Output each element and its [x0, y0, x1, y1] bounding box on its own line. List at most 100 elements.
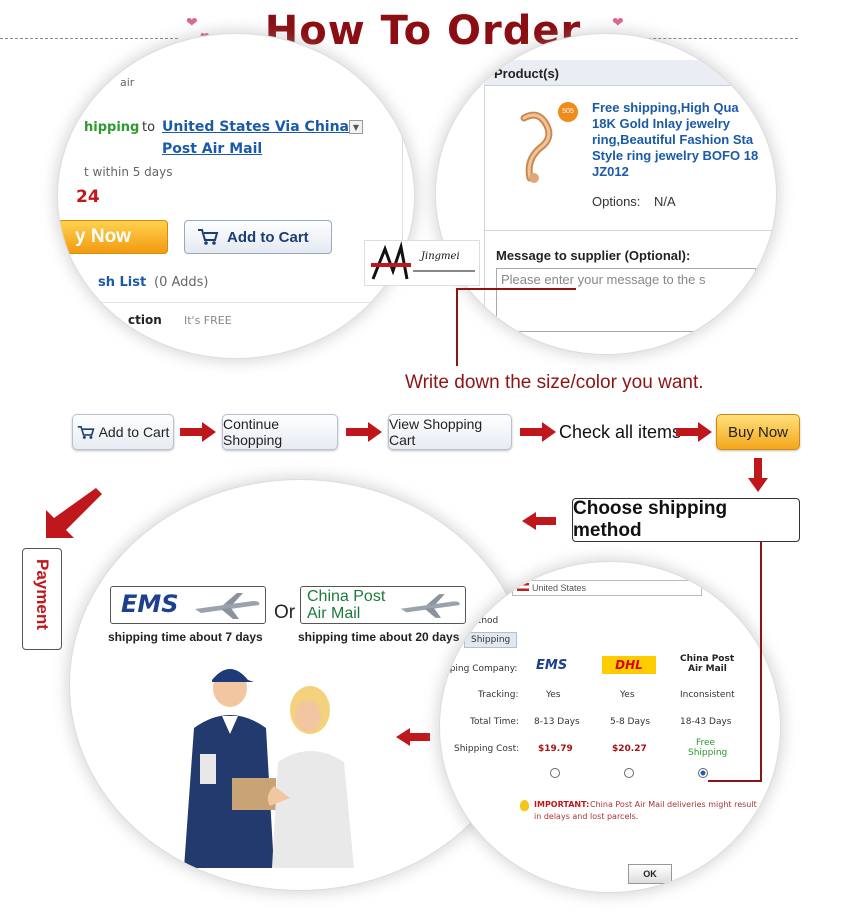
china-post-time: 18-43 Days: [680, 717, 732, 727]
china-post-column-line-1: China Post: [680, 654, 735, 664]
dhl-tracking: Yes: [620, 690, 635, 700]
product-page-circle: air hipping to United States Via China ▼…: [58, 34, 414, 358]
china-post-column-line-2: Air Mail: [688, 664, 727, 674]
chevron-down-icon[interactable]: ▼: [349, 120, 363, 134]
wish-count: (0 Adds): [154, 275, 209, 290]
left-arrow-icon: [522, 512, 556, 530]
price-fragment: 24: [76, 187, 100, 207]
buy-now-button[interactable]: y Now: [58, 220, 168, 254]
size-color-instruction: Write down the size/color you want.: [405, 372, 704, 393]
tracking-row-label: Tracking:: [478, 690, 519, 700]
options-label: Options:: [592, 194, 641, 209]
airplane-icon: [400, 594, 460, 618]
ok-button[interactable]: OK: [628, 864, 672, 884]
delivery-time: t within 5 days: [84, 165, 173, 179]
check-all-items-label: Check all items: [559, 422, 682, 442]
products-header: Product(s): [484, 60, 776, 86]
shipping-connector-horizontal: [708, 780, 762, 782]
header-divider-left: [0, 38, 178, 39]
add-to-cart-button[interactable]: Add to Cart: [184, 220, 332, 254]
china-post-logo-card: China Post Air Mail: [300, 586, 466, 624]
connector-line-horizontal: [456, 288, 576, 290]
cart-icon: [198, 229, 219, 245]
country-select[interactable]: United States: [512, 580, 702, 596]
message-input[interactable]: Please enter your message to the s: [496, 268, 756, 332]
connector-line-vertical: [456, 288, 458, 366]
continue-shopping-button[interactable]: Continue Shopping: [222, 414, 338, 450]
china-post-line-1: China Post: [307, 588, 386, 605]
brand-logo: Jingmei: [364, 240, 480, 286]
options-value: N/A: [654, 194, 676, 209]
flow-buy-now-button[interactable]: Buy Now: [716, 414, 800, 450]
left-arrow-icon: [396, 728, 430, 746]
shipping-to: to: [142, 120, 156, 135]
down-left-arrow-icon: [46, 488, 102, 538]
shipping-method-label: ping Method: [442, 616, 499, 626]
china-post-cost-2: Shipping: [688, 748, 728, 758]
product-page-vline: [402, 74, 403, 314]
ems-logo-card: EMS: [110, 586, 266, 624]
china-post-tracking: Inconsistent: [680, 690, 735, 700]
right-arrow-icon: [520, 422, 556, 442]
shipping-connector-vertical: [760, 542, 762, 782]
shipping-tab[interactable]: Shipping: [464, 632, 518, 648]
courier-delivery-illustration: [184, 669, 354, 868]
china-post-shipping-time: shipping time about 20 days: [298, 630, 460, 644]
ems-shipping-time: shipping time about 7 days: [108, 630, 263, 644]
ems-wordmark: EMS: [121, 590, 179, 618]
heart-icon: ❤: [612, 14, 624, 30]
add-to-cart-label: Add to Cart: [227, 228, 309, 246]
dhl-column-logo: DHL: [602, 656, 656, 674]
important-text: China Post Air Mail deliveries might res…: [590, 800, 757, 809]
airplane-icon: [195, 593, 260, 619]
free-label: It's FREE: [184, 314, 232, 327]
order-page-circle: Product(s) 505 Free shipping,High Qua 18…: [436, 34, 776, 354]
choose-shipping-method-box: Choose shipping method: [572, 498, 800, 542]
bulb-icon: [520, 800, 529, 811]
dhl-cost: $20.27: [612, 744, 647, 754]
heart-icon: ❤: [186, 14, 198, 30]
product-title[interactable]: Free shipping,High Qua 18K Gold Inlay je…: [592, 100, 759, 179]
ems-cost: $19.79: [538, 744, 573, 754]
logo-m-icon: [371, 241, 475, 280]
message-label: Message to supplier (Optional):: [496, 248, 691, 263]
china-post-radio[interactable]: [698, 768, 708, 778]
protection-label: ction: [128, 313, 162, 327]
dhl-time: 5-8 Days: [610, 717, 651, 727]
shipping-options-circle: United States ping Method Shipping pping…: [440, 562, 780, 892]
company-row-label: pping Company:: [444, 664, 518, 674]
page-title: How To Order: [264, 8, 582, 54]
ems-time: 8-13 Days: [534, 717, 580, 727]
product-thumbnail: 505: [494, 98, 578, 188]
product-badge: 505: [558, 102, 578, 122]
shipping-label: hipping: [84, 120, 140, 135]
order-left-rule: [484, 86, 485, 346]
flow-add-to-cart-button[interactable]: Add to Cart: [72, 414, 174, 450]
right-arrow-icon: [180, 422, 216, 442]
shipping-method-link[interactable]: United States Via China: [162, 119, 349, 135]
important-text-2: in delays and lost parcels.: [534, 812, 639, 821]
total-time-row-label: Total Time:: [470, 717, 519, 727]
flow-add-to-cart-label: Add to Cart: [98, 424, 170, 440]
shipping-cost-row-label: Shipping Cost:: [454, 744, 520, 754]
china-post-cost: Free: [696, 738, 716, 748]
ems-column-logo: EMS: [536, 658, 568, 673]
or-label: Or: [274, 602, 296, 623]
view-shopping-cart-button[interactable]: View Shopping Cart: [388, 414, 512, 450]
ems-tracking: Yes: [546, 690, 561, 700]
product-page-divider: [58, 302, 414, 303]
wish-list-link[interactable]: sh List: [98, 275, 147, 290]
flag-icon: [517, 583, 529, 591]
payment-label: Payment: [33, 559, 52, 630]
order-divider: [484, 230, 776, 231]
payment-step-tab: Payment: [22, 548, 62, 650]
header-divider-right: [638, 38, 798, 39]
right-arrow-icon: [676, 422, 712, 442]
right-arrow-icon: [346, 422, 382, 442]
shipping-method-link-2[interactable]: Post Air Mail: [162, 141, 263, 157]
important-label: IMPORTANT:: [534, 800, 590, 809]
ems-radio[interactable]: [550, 768, 560, 778]
dhl-radio[interactable]: [624, 768, 634, 778]
down-arrow-icon: [748, 458, 768, 492]
cart-icon: [77, 425, 95, 439]
